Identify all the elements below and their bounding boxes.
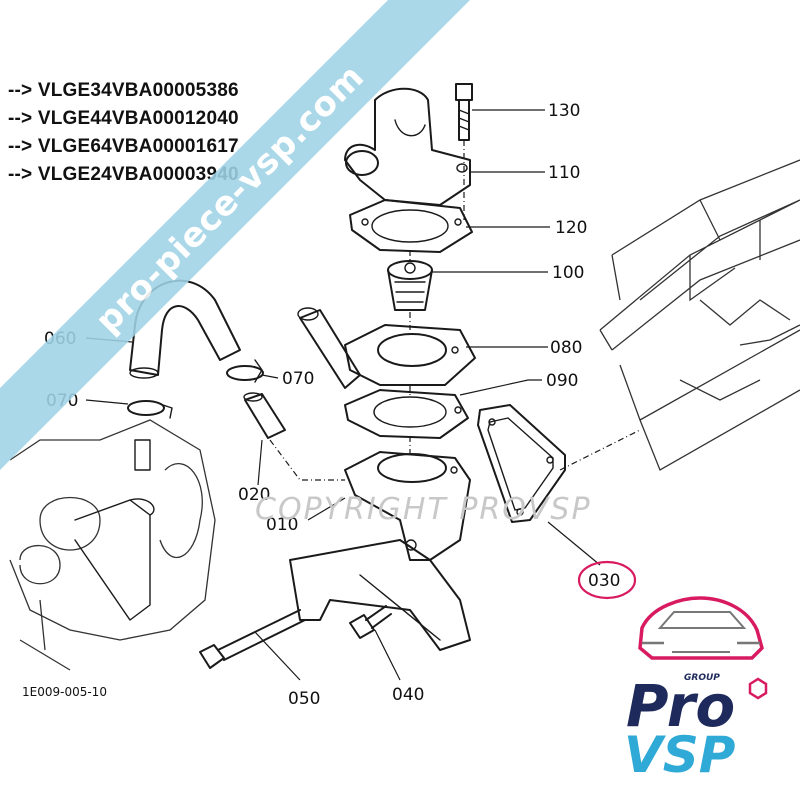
highlight-circle-030 — [577, 560, 637, 600]
assembly-axes — [269, 140, 641, 481]
bolt-050 — [199, 609, 306, 669]
water-pump-housing — [9, 419, 216, 671]
logo-pro-text: Pro — [626, 672, 735, 740]
water-flange-010 — [344, 451, 471, 561]
short-hose-020 — [243, 392, 286, 439]
label-030: 030 — [588, 571, 620, 591]
bracket — [289, 539, 471, 651]
leader-lines — [85, 109, 601, 681]
label-110: 110 — [548, 163, 580, 183]
label-130: 130 — [548, 101, 580, 121]
label-020: 020 — [238, 485, 270, 505]
car-logo-icon — [638, 596, 764, 660]
label-050: 050 — [288, 689, 320, 709]
gasket-030 — [477, 404, 566, 523]
label-010: 010 — [266, 515, 298, 535]
logo-group-text: GROUP — [684, 673, 720, 683]
copyright-watermark: COPYRIGHT PROVSP — [255, 492, 592, 527]
vin-line-4: --> VLGE24VBA00003940 — [8, 164, 239, 185]
bolt-040 — [349, 605, 392, 639]
vin-line-3: --> VLGE64VBA00001617 — [8, 136, 239, 157]
provsp-logo: GROUP Pro VSP — [624, 596, 768, 778]
label-040: 040 — [392, 685, 424, 705]
clamp-070-left — [127, 400, 173, 419]
vin-line-2: --> VLGE44VBA00012040 — [8, 108, 239, 129]
label-080: 080 — [550, 338, 582, 358]
bolt-130 — [455, 83, 473, 141]
label-070-right: 070 — [282, 369, 314, 389]
figure-reference: 1E009-005-10 — [22, 685, 107, 699]
thermostat-cover-110 — [344, 87, 471, 206]
label-090: 090 — [546, 371, 578, 391]
logo-vsp-text: VSP — [624, 726, 735, 778]
vin-line-1: --> VLGE34VBA00005386 — [8, 80, 239, 101]
label-120: 120 — [555, 218, 587, 238]
thermostat-housing-080 — [297, 307, 476, 389]
label-100: 100 — [552, 263, 584, 283]
engine-block-outline — [599, 159, 800, 471]
thermostat-100 — [387, 260, 433, 311]
clamp-070-right — [226, 359, 264, 383]
gasket-120 — [349, 199, 473, 253]
logo-hex-icon — [748, 677, 768, 700]
gasket-090 — [344, 389, 469, 439]
